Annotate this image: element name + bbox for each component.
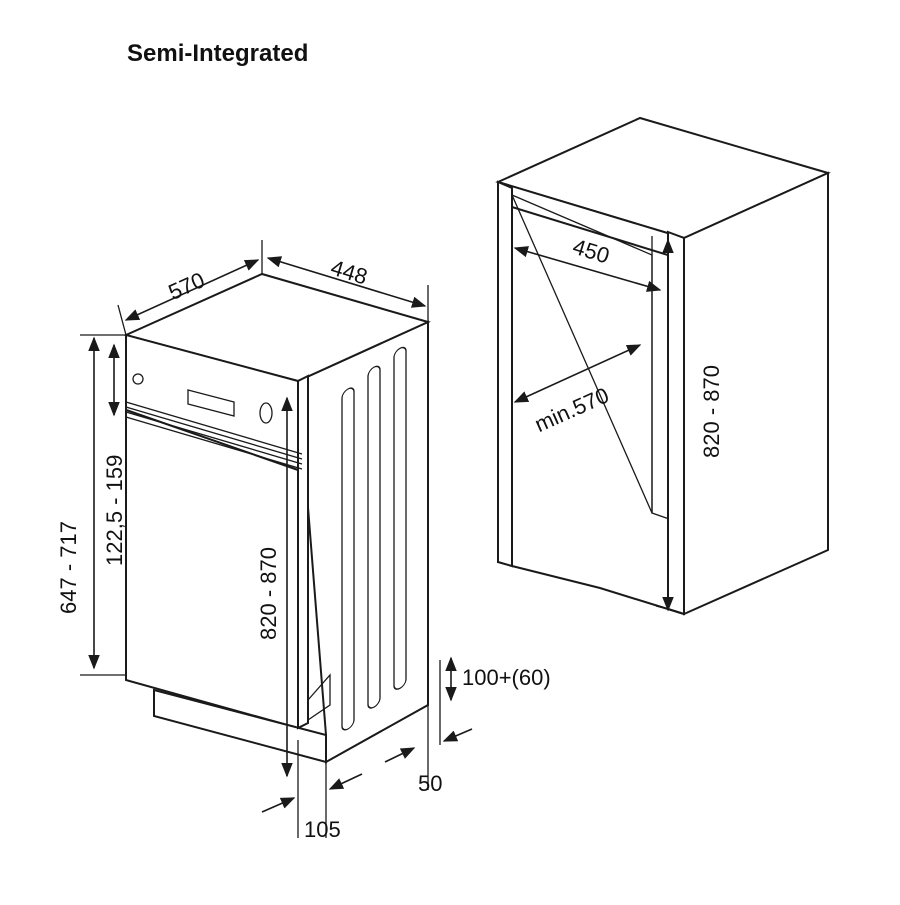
depth-dimension-line xyxy=(124,259,260,321)
cabinet-right-wall xyxy=(667,230,685,616)
display-icon xyxy=(187,389,235,417)
side-rib xyxy=(341,387,355,731)
dishwasher-drawing xyxy=(123,272,431,764)
side-rib xyxy=(393,346,407,690)
cabinet-depth-dimension-line xyxy=(513,344,642,403)
cabinet-depth-label: min.570 xyxy=(531,382,613,437)
width-label: 448 xyxy=(328,255,370,290)
plinth-height-label: 100+(60) xyxy=(462,665,551,690)
indicator-icon xyxy=(132,373,144,385)
dishwasher-dimensions: 570 448 647 - 717 122,5 - 159 820 - 870 … xyxy=(56,240,551,842)
door-edge xyxy=(297,374,309,730)
dishwasher-side-panel xyxy=(296,320,429,764)
cabinet-width-dimension-line xyxy=(513,246,662,292)
diagram-title: Semi-Integrated xyxy=(127,40,308,67)
cabinet-width-label: 450 xyxy=(570,234,612,269)
body-height-label: 820 - 870 xyxy=(256,547,281,640)
side-rib xyxy=(367,365,381,709)
total-height-label: 647 - 717 xyxy=(56,521,81,614)
front-recess-label: 105 xyxy=(304,817,341,842)
plinth-depth-label: 50 xyxy=(418,771,442,796)
knob-icon xyxy=(259,402,273,424)
width-dimension-line xyxy=(266,256,427,308)
panel-height-label: 122,5 - 159 xyxy=(102,455,127,566)
cabinet-drawing xyxy=(495,116,831,616)
cabinet-height-label: 820 - 870 xyxy=(699,365,724,458)
cabinet-left-wall xyxy=(497,180,513,568)
